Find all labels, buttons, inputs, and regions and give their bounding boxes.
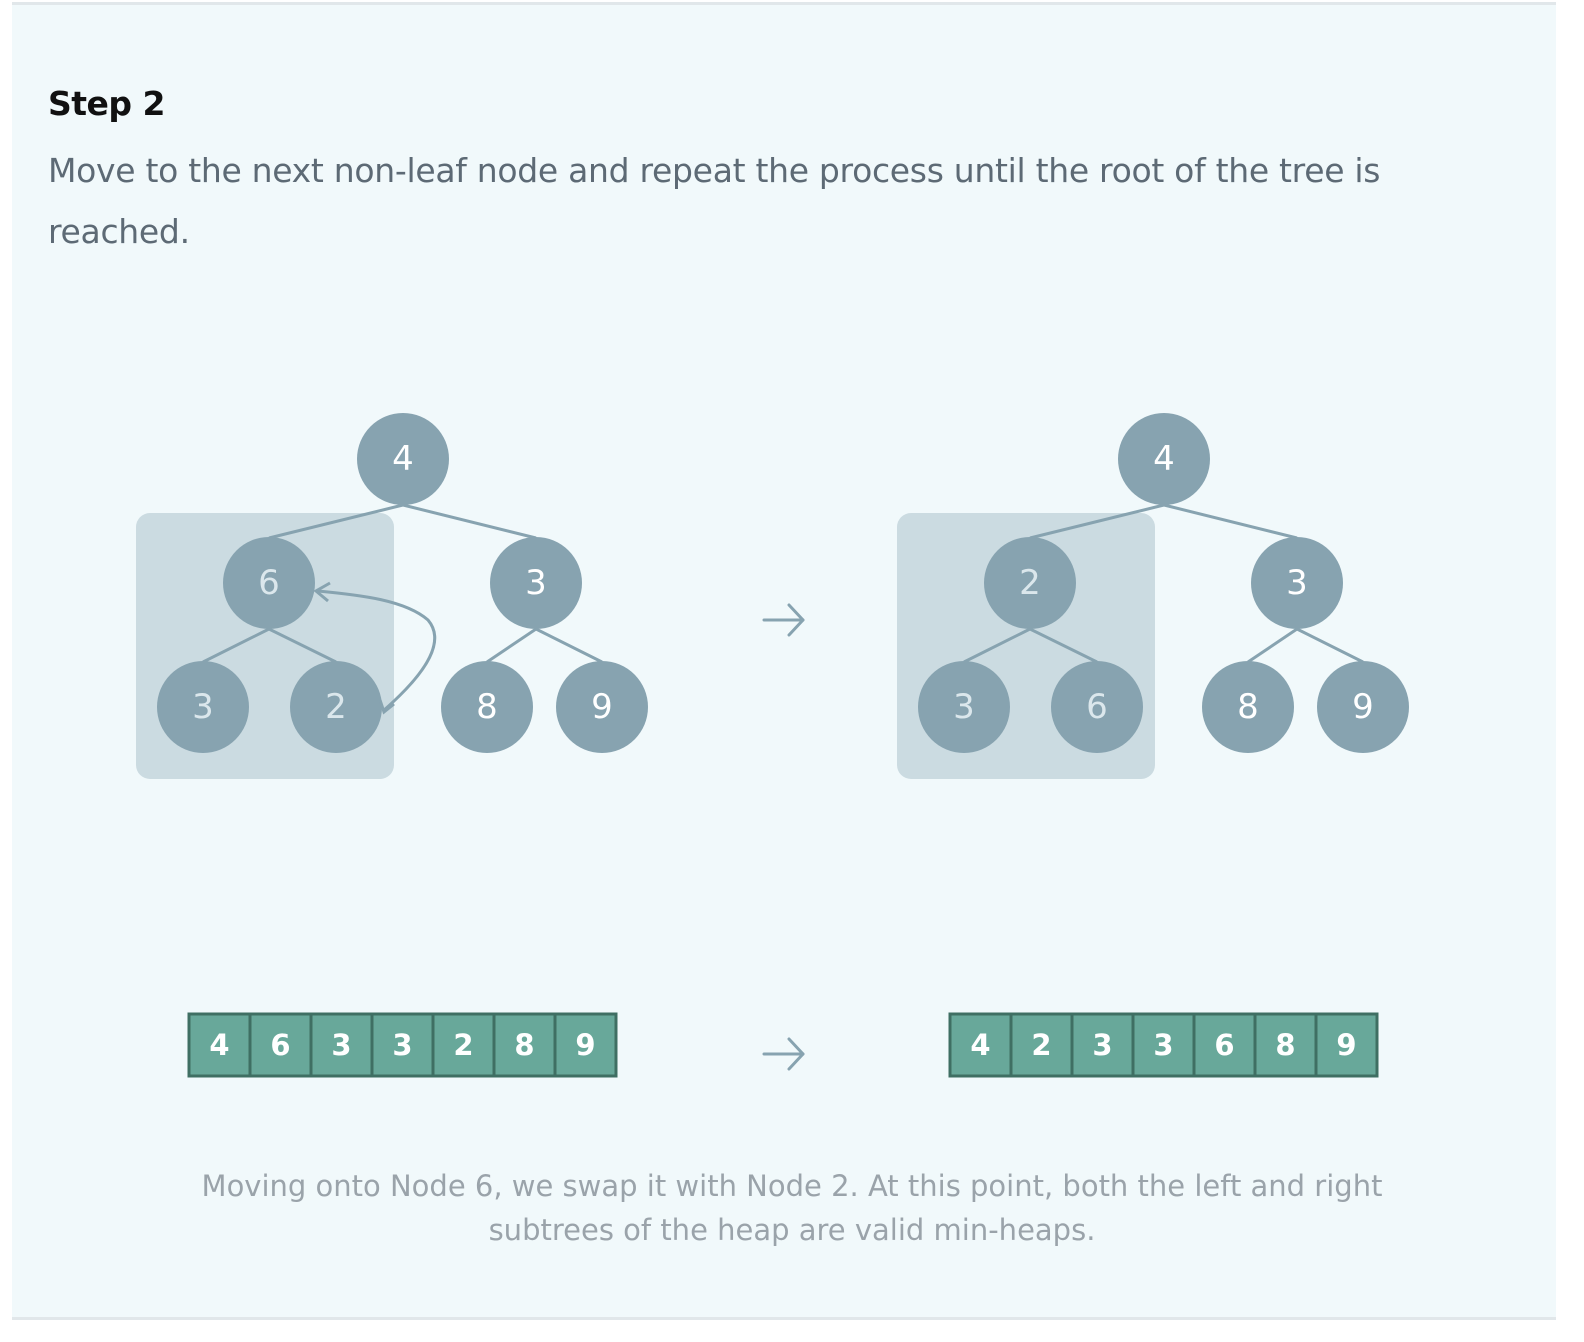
svg-text:4: 4 bbox=[1153, 439, 1175, 479]
svg-text:2: 2 bbox=[1019, 563, 1041, 603]
before-array: 4 6 3 3 2 8 9 bbox=[187, 1012, 618, 1078]
array-cell: 2 bbox=[431, 1012, 496, 1078]
svg-text:8: 8 bbox=[476, 687, 498, 727]
array-cell: 4 bbox=[187, 1012, 252, 1078]
svg-text:6: 6 bbox=[258, 563, 280, 603]
edge bbox=[268, 627, 337, 664]
array-cell-value: 6 bbox=[270, 1028, 290, 1062]
array-cell-value: 9 bbox=[1336, 1028, 1356, 1062]
svg-text:3: 3 bbox=[953, 687, 975, 727]
tree-node-right-right: 9 bbox=[1317, 661, 1409, 753]
array-cell: 9 bbox=[553, 1012, 618, 1078]
edge bbox=[268, 503, 404, 540]
tree-node-right-right: 9 bbox=[556, 661, 648, 753]
edge bbox=[402, 503, 537, 540]
edge bbox=[202, 627, 270, 664]
tree-node-left-right: 2 bbox=[290, 661, 382, 753]
array-cell-value: 4 bbox=[209, 1028, 229, 1062]
array-cell-value: 3 bbox=[331, 1028, 351, 1062]
tree-node-left-left: 3 bbox=[918, 661, 1010, 753]
array-cell-value: 8 bbox=[1275, 1028, 1295, 1062]
transition-arrow-icon bbox=[762, 1037, 805, 1071]
edge bbox=[1247, 627, 1298, 664]
array-cell: 6 bbox=[1192, 1012, 1257, 1078]
array-cell: 8 bbox=[492, 1012, 557, 1078]
array-cell: 6 bbox=[248, 1012, 313, 1078]
edge bbox=[535, 627, 603, 664]
array-cell: 9 bbox=[1314, 1012, 1379, 1078]
tree-node-right: 3 bbox=[490, 537, 582, 629]
array-cell-value: 3 bbox=[392, 1028, 412, 1062]
tree-node-root: 4 bbox=[1118, 413, 1210, 505]
tree-node-right-left: 8 bbox=[441, 661, 533, 753]
edge bbox=[1029, 627, 1098, 664]
before-tree: 4 6 3 3 2 8 9 bbox=[136, 413, 648, 779]
svg-text:9: 9 bbox=[591, 687, 613, 727]
tree-node-right: 3 bbox=[1251, 537, 1343, 629]
array-cell-value: 8 bbox=[514, 1028, 534, 1062]
step-description: Move to the next non-leaf node and repea… bbox=[48, 151, 1381, 251]
svg-text:6: 6 bbox=[1086, 687, 1108, 727]
step-title: Step 2 bbox=[48, 84, 166, 123]
array-cell-value: 4 bbox=[970, 1028, 990, 1062]
array-cell-value: 6 bbox=[1214, 1028, 1234, 1062]
tree-node-left-right: 6 bbox=[1051, 661, 1143, 753]
after-array: 4 2 3 3 6 8 9 bbox=[948, 1012, 1379, 1078]
array-cell-value: 9 bbox=[575, 1028, 595, 1062]
svg-text:3: 3 bbox=[192, 687, 214, 727]
tree-node-left-left: 3 bbox=[157, 661, 249, 753]
array-cell-value: 2 bbox=[453, 1028, 473, 1062]
array-cell: 3 bbox=[1070, 1012, 1135, 1078]
tree-node-root: 4 bbox=[357, 413, 449, 505]
edge bbox=[1029, 503, 1165, 540]
svg-text:8: 8 bbox=[1237, 687, 1259, 727]
svg-text:2: 2 bbox=[325, 687, 347, 727]
array-cell: 4 bbox=[948, 1012, 1013, 1078]
array-cell: 3 bbox=[370, 1012, 435, 1078]
array-cell-value: 2 bbox=[1031, 1028, 1051, 1062]
swap-arrowhead bbox=[313, 581, 331, 603]
transition-arrow-icon bbox=[762, 603, 805, 637]
array-cell: 3 bbox=[309, 1012, 374, 1078]
svg-text:9: 9 bbox=[1352, 687, 1374, 727]
array-cell-value: 3 bbox=[1092, 1028, 1112, 1062]
after-tree: 4 2 3 3 6 8 9 bbox=[897, 413, 1409, 779]
edge bbox=[1163, 503, 1298, 540]
tree-node-right-left: 8 bbox=[1202, 661, 1294, 753]
edge bbox=[486, 627, 537, 664]
svg-text:3: 3 bbox=[1286, 563, 1308, 603]
swap-arrow bbox=[317, 589, 437, 713]
array-cell-value: 3 bbox=[1153, 1028, 1173, 1062]
array-cell: 2 bbox=[1009, 1012, 1074, 1078]
swap-arrowtail bbox=[378, 699, 395, 715]
array-cell: 3 bbox=[1131, 1012, 1196, 1078]
tree-node-left: 6 bbox=[223, 537, 315, 629]
svg-text:3: 3 bbox=[525, 563, 547, 603]
array-cell: 8 bbox=[1253, 1012, 1318, 1078]
edge bbox=[963, 627, 1031, 664]
edge bbox=[1296, 627, 1364, 664]
diagram-caption: Moving onto Node 6, we swap it with Node… bbox=[201, 1169, 1383, 1247]
svg-text:4: 4 bbox=[392, 439, 414, 479]
tree-node-left: 2 bbox=[984, 537, 1076, 629]
